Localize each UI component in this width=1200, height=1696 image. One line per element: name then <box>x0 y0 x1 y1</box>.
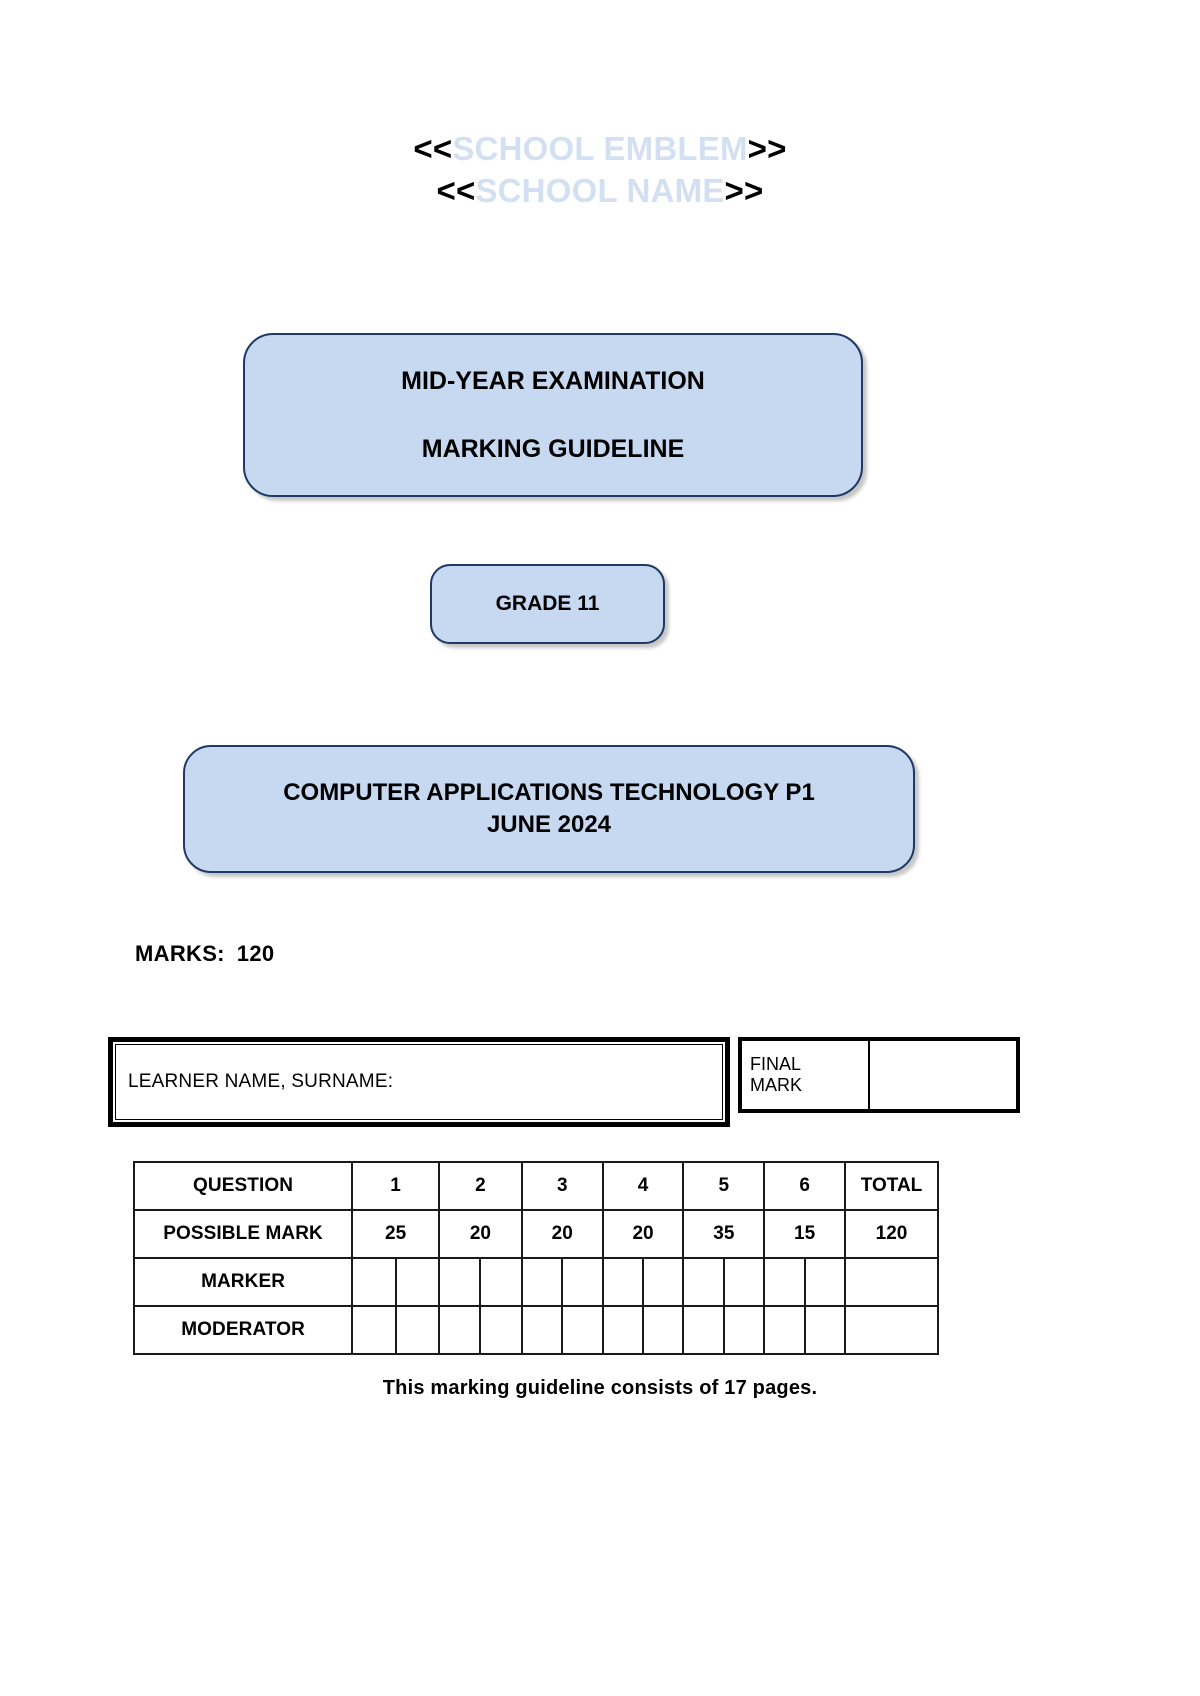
marker-total-cell[interactable] <box>844 1257 939 1307</box>
name-placeholder-text: SCHOOL NAME <box>475 171 725 209</box>
exam-title-line1: MID-YEAR EXAMINATION <box>401 367 705 395</box>
possible-mark-6: 15 <box>763 1209 847 1259</box>
marker-cell[interactable] <box>722 1257 766 1307</box>
possible-mark-5: 35 <box>682 1209 766 1259</box>
marker-cell[interactable] <box>479 1257 523 1307</box>
emblem-open-bracket: << <box>413 130 453 167</box>
marks-label: MARKS: <box>135 941 225 966</box>
learner-details-row: LEARNER NAME, SURNAME: FINAL MARK <box>108 1037 1020 1127</box>
subject-box: COMPUTER APPLICATIONS TECHNOLOGY P1 JUNE… <box>183 745 915 873</box>
exam-title-box: MID-YEAR EXAMINATION MARKING GUIDELINE <box>243 333 863 497</box>
moderator-cell[interactable] <box>351 1305 397 1355</box>
marks-value: 120 <box>236 941 275 966</box>
possible-mark-total: 120 <box>844 1209 939 1259</box>
marker-cell[interactable] <box>437 1257 482 1307</box>
possible-mark-4: 20 <box>601 1209 685 1259</box>
name-open-bracket: << <box>436 171 476 209</box>
marker-cell[interactable] <box>682 1257 725 1307</box>
table-row-moderator: MODERATOR <box>132 1305 939 1355</box>
page-count-note: This marking guideline consists of 17 pa… <box>382 1377 818 1399</box>
school-emblem-placeholder: <<SCHOOL EMBLEM>> <box>0 128 1200 170</box>
question-header-4: 4 <box>601 1161 685 1211</box>
moderator-cell[interactable] <box>803 1305 847 1355</box>
marker-cell[interactable] <box>763 1257 806 1307</box>
learner-name-inner: LEARNER NAME, SURNAME: <box>115 1044 723 1120</box>
name-close-bracket: >> <box>724 171 764 209</box>
moderator-cell[interactable] <box>479 1305 523 1355</box>
final-mark-label: FINAL MARK <box>742 1041 870 1109</box>
marker-cell[interactable] <box>642 1257 685 1307</box>
moderator-total-cell[interactable] <box>844 1305 939 1355</box>
row-label-possible-mark: POSSIBLE MARK <box>132 1209 354 1259</box>
total-marks-line: MARKS: 120 <box>135 941 274 967</box>
moderator-cell[interactable] <box>437 1305 482 1355</box>
subject-line1: COMPUTER APPLICATIONS TECHNOLOGY P1 <box>283 778 815 806</box>
question-header-5: 5 <box>682 1161 766 1211</box>
marker-cell[interactable] <box>561 1257 604 1307</box>
marker-cell[interactable] <box>601 1257 645 1307</box>
moderator-cell[interactable] <box>561 1305 604 1355</box>
moderator-cell[interactable] <box>642 1305 685 1355</box>
possible-mark-2: 20 <box>438 1209 523 1259</box>
marker-cell[interactable] <box>394 1257 441 1307</box>
marks-grid: QUESTION 1 2 3 4 5 6 TOTAL POSSIBLE MARK… <box>132 1161 939 1355</box>
question-header-1: 1 <box>351 1161 440 1211</box>
exam-title-line2: MARKING GUIDELINE <box>421 435 685 463</box>
moderator-cell[interactable] <box>394 1305 441 1355</box>
final-mark-label-line1: FINAL <box>750 1053 802 1074</box>
marker-cell[interactable] <box>351 1257 397 1307</box>
possible-mark-3: 20 <box>520 1209 604 1259</box>
learner-name-label: LEARNER NAME, SURNAME: <box>128 1071 394 1092</box>
moderator-cell[interactable] <box>601 1305 645 1355</box>
grade-label: GRADE 11 <box>495 592 600 615</box>
moderator-cell[interactable] <box>763 1305 806 1355</box>
marks-grid-wrapper: QUESTION 1 2 3 4 5 6 TOTAL POSSIBLE MARK… <box>132 1161 939 1355</box>
row-label-marker: MARKER <box>132 1257 354 1307</box>
table-row-possible-mark: POSSIBLE MARK 25 20 20 20 35 15 120 <box>132 1209 939 1259</box>
grade-box: GRADE 11 <box>430 564 665 644</box>
marker-cell[interactable] <box>520 1257 564 1307</box>
question-header-6: 6 <box>763 1161 847 1211</box>
emblem-placeholder-text: SCHOOL EMBLEM <box>452 130 748 167</box>
final-mark-value[interactable] <box>870 1041 1016 1109</box>
moderator-cell[interactable] <box>520 1305 564 1355</box>
emblem-close-bracket: >> <box>747 130 787 167</box>
table-row-marker: MARKER <box>132 1257 939 1307</box>
marker-cell[interactable] <box>803 1257 847 1307</box>
question-header-3: 3 <box>520 1161 604 1211</box>
subject-line2: JUNE 2024 <box>486 811 612 838</box>
moderator-cell[interactable] <box>682 1305 725 1355</box>
final-mark-box: FINAL MARK <box>738 1037 1020 1113</box>
table-row-question: QUESTION 1 2 3 4 5 6 TOTAL <box>132 1161 939 1211</box>
row-label-question: QUESTION <box>132 1161 354 1211</box>
moderator-cell[interactable] <box>722 1305 766 1355</box>
school-name-placeholder: <<SCHOOL NAME>> <box>0 170 1200 212</box>
learner-name-box[interactable]: LEARNER NAME, SURNAME: <box>108 1037 730 1127</box>
possible-mark-1: 25 <box>351 1209 440 1259</box>
final-mark-label-line2: MARK <box>750 1075 803 1095</box>
question-header-total: TOTAL <box>844 1161 939 1211</box>
row-label-moderator: MODERATOR <box>132 1305 354 1355</box>
question-header-2: 2 <box>438 1161 523 1211</box>
school-header: <<SCHOOL EMBLEM>> <<SCHOOL NAME>> <box>0 128 1200 211</box>
